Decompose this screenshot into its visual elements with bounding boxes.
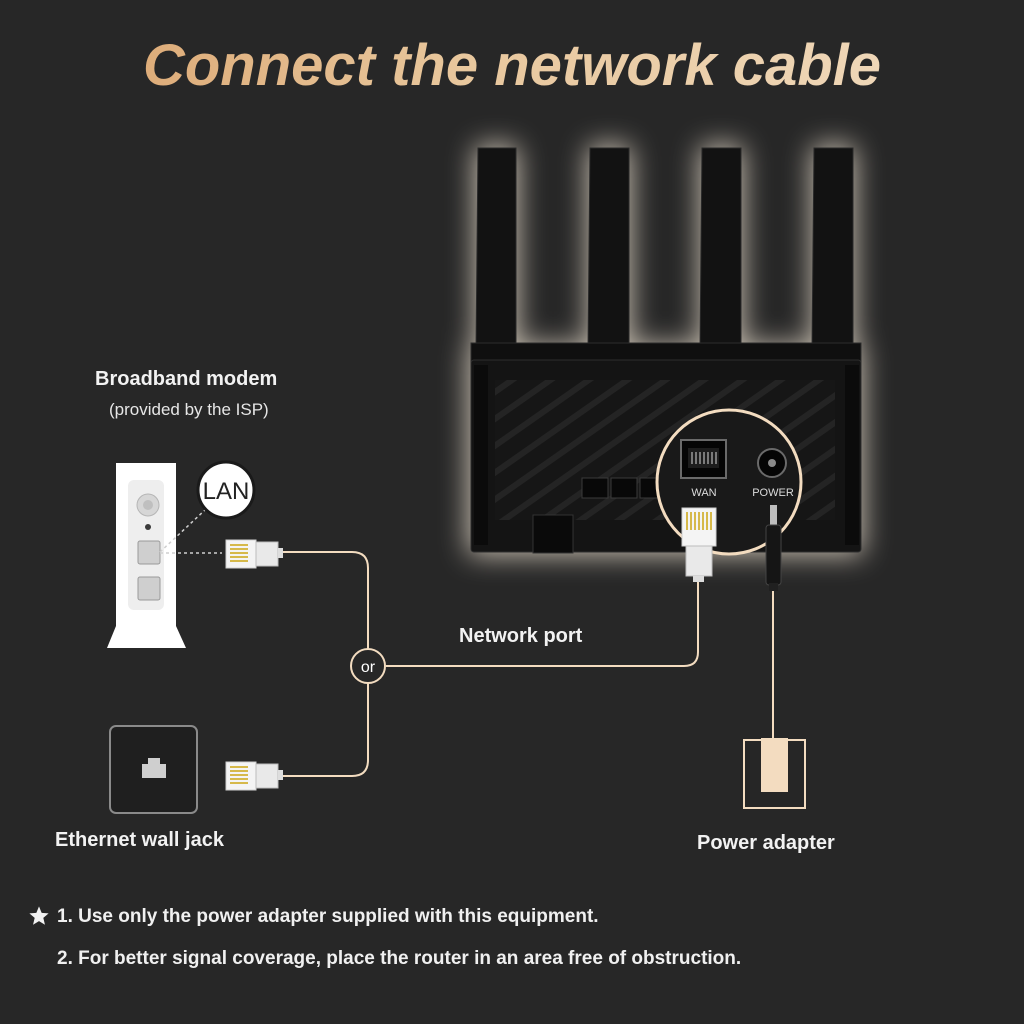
modem-note: (provided by the ISP): [109, 400, 269, 419]
or-junction: or: [350, 648, 386, 684]
modem-cable: [282, 551, 369, 650]
or-label: or: [361, 659, 376, 676]
modem-label: Broadband modem: [95, 368, 278, 390]
wall-jack-label: Ethernet wall jack: [55, 829, 224, 851]
modem-plug: [225, 539, 283, 569]
power-label: POWER: [752, 487, 794, 499]
note-1: 1. Use only the power adapter supplied w…: [57, 906, 599, 927]
power-plug: [765, 505, 782, 591]
wan-label: WAN: [691, 487, 716, 499]
power-socket: [757, 448, 787, 478]
star-icon: [28, 905, 50, 932]
broadband-modem: [107, 463, 222, 648]
cables: [282, 551, 774, 777]
page-title: Connect the network cable: [0, 32, 1024, 99]
ethernet-port-icon: [142, 758, 166, 778]
router-lan-ports: [581, 477, 667, 499]
network-port-label: Network port: [459, 625, 583, 647]
router-antennas: [470, 147, 862, 364]
power-adapter-label: Power adapter: [697, 832, 835, 854]
wall-jack-cable: [282, 682, 369, 777]
lan-callout: LAN: [196, 460, 256, 520]
wan-port: [680, 439, 727, 479]
ethernet-wall-jack: [109, 725, 198, 814]
lan-label: LAN: [203, 478, 250, 505]
wan-cable: [386, 578, 699, 667]
wall-jack-plug: [225, 761, 283, 791]
note-2: 2. For better signal coverage, place the…: [57, 948, 742, 969]
power-adapter: [743, 738, 806, 809]
wan-plug: [681, 507, 717, 582]
router: WAN POWER: [468, 145, 863, 556]
